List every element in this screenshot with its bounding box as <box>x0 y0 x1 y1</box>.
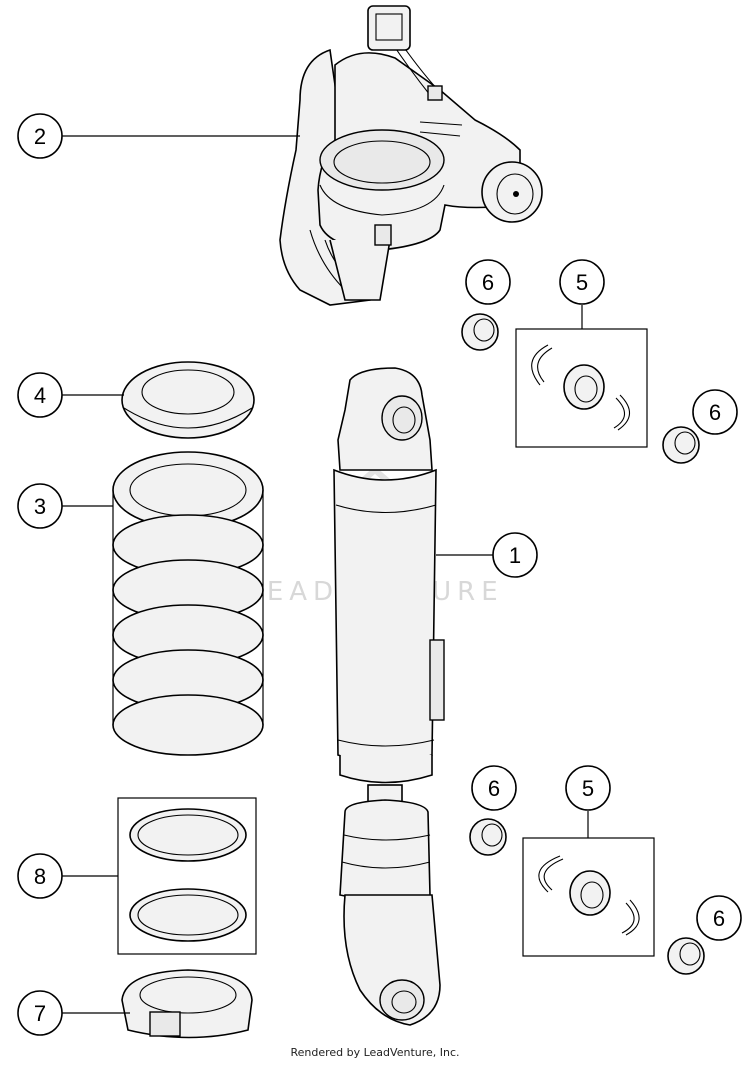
svg-text:6: 6 <box>488 776 500 801</box>
svg-text:7: 7 <box>34 1001 46 1026</box>
callout-spring[interactable]: 3 <box>17 483 63 529</box>
seal-lower-right <box>667 937 705 975</box>
callout-spring-retainer[interactable]: 4 <box>17 372 63 418</box>
leader-lines <box>62 135 589 1014</box>
seal-lower-left <box>469 818 507 856</box>
svg-text:1: 1 <box>509 543 521 568</box>
bearing-kit-lower <box>522 837 655 957</box>
spring-seat <box>121 969 253 1039</box>
svg-text:6: 6 <box>713 906 725 931</box>
svg-text:3: 3 <box>34 494 46 519</box>
callout-bearing-kit-lower[interactable]: 5 <box>565 765 611 811</box>
seal-upper-right <box>662 426 700 464</box>
callout-washer-set[interactable]: 8 <box>17 853 63 899</box>
svg-text:4: 4 <box>34 383 46 408</box>
svg-text:5: 5 <box>582 776 594 801</box>
washer-set <box>117 797 257 955</box>
callout-bearing-kit-upper[interactable]: 5 <box>559 259 605 305</box>
callout-seal-upper-right[interactable]: 6 <box>692 389 738 435</box>
svg-text:6: 6 <box>482 270 494 295</box>
callout-seal-lower-left[interactable]: 6 <box>471 765 517 811</box>
callout-shock[interactable]: 1 <box>492 532 538 578</box>
svg-text:5: 5 <box>576 270 588 295</box>
bearing-kit-upper <box>515 328 648 448</box>
reservoir-assembly <box>279 5 543 306</box>
spring-retainer <box>121 361 255 439</box>
shock-absorber <box>333 367 445 1026</box>
coil-spring <box>112 451 264 756</box>
seal-upper-left <box>461 313 499 351</box>
footer-credit: Rendered by LeadVenture, Inc. <box>290 1046 460 1059</box>
svg-text:6: 6 <box>709 400 721 425</box>
svg-text:2: 2 <box>34 124 46 149</box>
callout-reservoir[interactable]: 2 <box>17 113 63 159</box>
callout-spring-seat[interactable]: 7 <box>17 990 63 1036</box>
svg-text:8: 8 <box>34 864 46 889</box>
callout-seal-upper-left[interactable]: 6 <box>465 259 511 305</box>
callout-seal-lower-right[interactable]: 6 <box>696 895 742 941</box>
